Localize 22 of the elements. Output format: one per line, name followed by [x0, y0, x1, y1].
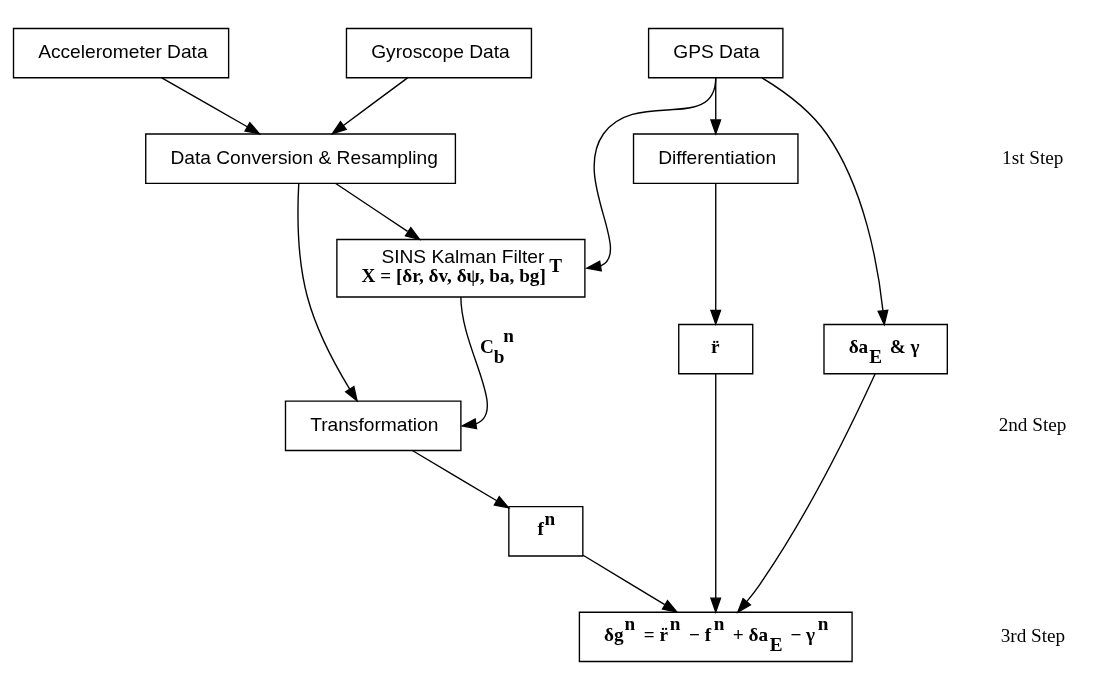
arrow: [460, 296, 489, 430]
arrow: [736, 373, 876, 614]
label: 3rd Step: [1000, 624, 1066, 646]
arrow: [582, 554, 679, 613]
arrow: [761, 77, 889, 327]
arrow: [297, 183, 359, 403]
node-box: r̈: [678, 323, 754, 375]
node-box: Transformation: [284, 400, 462, 452]
node-box: Data Conversion & Resampling: [145, 133, 457, 184]
node-box: Gyroscope Data: [345, 27, 533, 79]
node-box: Differentiation: [632, 133, 799, 184]
label: 1st Step: [1002, 146, 1064, 168]
arrow: [330, 77, 409, 135]
node-box: Accelerometer Data: [12, 27, 230, 79]
arrow: [709, 182, 722, 327]
arrow: [411, 449, 511, 509]
node-box: GPS Data: [647, 27, 784, 79]
arrow: [335, 182, 422, 241]
label: 2nd Step: [998, 413, 1067, 435]
arrow: [709, 373, 722, 614]
arrow: [161, 77, 262, 135]
arrow: [584, 77, 717, 272]
